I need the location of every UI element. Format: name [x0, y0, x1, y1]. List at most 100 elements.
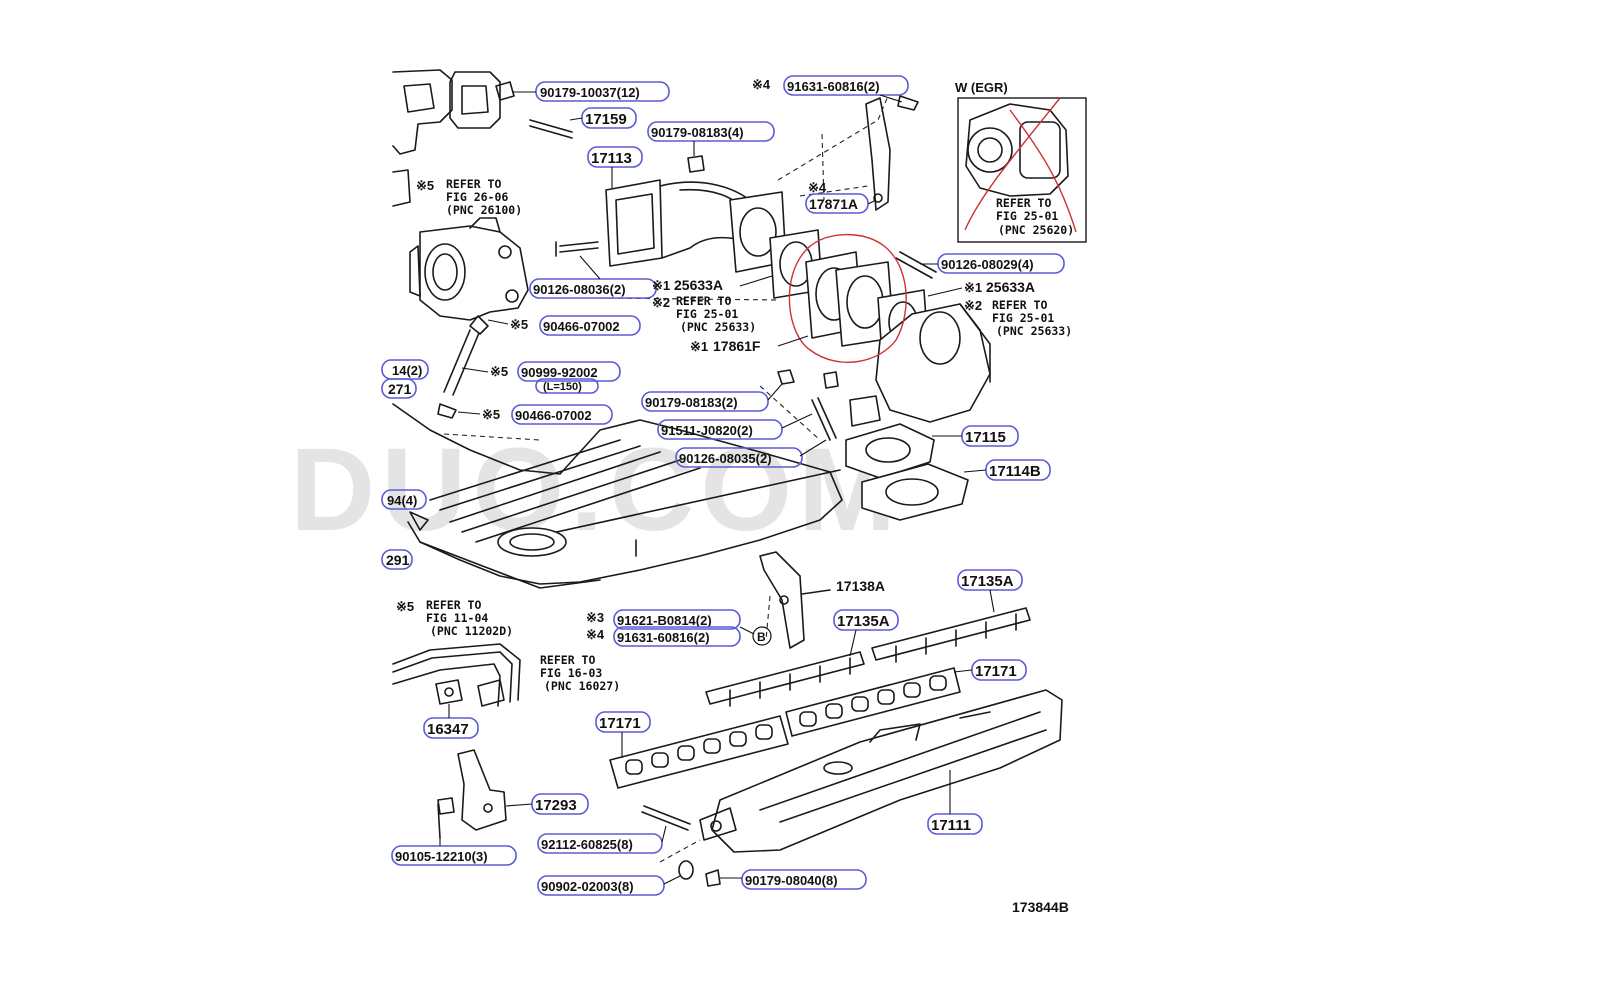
svg-text:REFER TO: REFER TO [540, 653, 595, 667]
svg-text:17861F: 17861F [713, 338, 761, 354]
callout-17115[interactable]: 17115 [961, 425, 1019, 447]
svg-text:90179-08183(4): 90179-08183(4) [651, 125, 744, 140]
edge-callout-14-2[interactable]: 14(2) [381, 359, 429, 380]
svg-text:※5: ※5 [482, 407, 500, 422]
watermark: DUO.COM [290, 424, 902, 556]
callout-90179-08183-4[interactable]: 90179-08183(4) [647, 121, 775, 142]
callout-17861f[interactable]: ※1 17861F [690, 338, 761, 354]
svg-text:90126-08029(4): 90126-08029(4) [941, 257, 1034, 272]
svg-text:※1: ※1 [652, 278, 670, 293]
svg-text:※4: ※4 [752, 77, 771, 92]
svg-text:※2: ※2 [964, 298, 982, 313]
svg-text:17135A: 17135A [961, 573, 1014, 590]
svg-text:17115: 17115 [965, 429, 1006, 446]
svg-text:REFER TO: REFER TO [426, 598, 481, 612]
edge-callout-94-4[interactable]: 94(4) [381, 489, 427, 510]
length-note: (L=150) [543, 381, 582, 393]
ref-note-fig-26-06: ※5 REFER TO FIG 26-06 (PNC 26100) [416, 177, 522, 217]
callout-90126-08029[interactable]: 90126-08029(4) [937, 253, 1065, 274]
svg-text:※5: ※5 [396, 599, 414, 614]
callout-90999-92002[interactable]: ※5 90999-92002 (L=150) [490, 361, 621, 394]
svg-text:90126-08036(2): 90126-08036(2) [533, 282, 626, 297]
bracket-17138a-drawing [759, 551, 831, 649]
upper-left-flange-drawing [392, 69, 501, 155]
fuel-line-clamp-drawing [392, 643, 521, 707]
callout-91511-j0820[interactable]: 91511-J0820(2) [657, 419, 783, 440]
svg-text:17159: 17159 [585, 111, 627, 128]
egr-inset: W (EGR) [955, 80, 1087, 243]
ref-note-fig-16-03: REFER TO FIG 16-03 (PNC 16027) [540, 653, 620, 693]
svg-text:90466-07002: 90466-07002 [543, 319, 620, 334]
svg-text:14(2): 14(2) [392, 363, 422, 378]
svg-text:17171: 17171 [975, 663, 1017, 680]
svg-text:91631-60816(2): 91631-60816(2) [617, 630, 710, 645]
callout-90105-12210[interactable]: 90105-12210(3) [391, 845, 517, 866]
svg-text:※4: ※4 [586, 627, 605, 642]
ref-note-fig-25-01-left: ※2 REFER TO FIG 25-01 (PNC 25633) [652, 294, 756, 334]
egr-pipe-17115-drawing [845, 303, 991, 521]
bracket-17293-drawing [437, 749, 507, 831]
callout-90126-08035[interactable]: 90126-08035(2) [675, 447, 803, 468]
svg-text:FIG 25-01: FIG 25-01 [676, 307, 738, 321]
callout-92112-60825[interactable]: 92112-60825(8) [537, 833, 663, 854]
svg-text:REFER TO: REFER TO [996, 196, 1051, 210]
svg-text:(PNC 11202D): (PNC 11202D) [430, 624, 513, 638]
svg-text:FIG 25-01: FIG 25-01 [992, 311, 1054, 325]
callout-25633a-left[interactable]: ※1 25633A [652, 277, 723, 293]
callout-17135a-right[interactable]: 17135A [957, 569, 1023, 591]
svg-text:90902-02003(8): 90902-02003(8) [541, 879, 634, 894]
svg-text:(PNC 25633): (PNC 25633) [996, 324, 1072, 338]
svg-text:90179-08040(8): 90179-08040(8) [745, 873, 838, 888]
callout-17293[interactable]: 17293 [531, 793, 589, 815]
intake-plenum-drawing [392, 403, 843, 589]
fuel-rail-left-drawing [705, 651, 865, 707]
svg-text:FIG 26-06: FIG 26-06 [446, 190, 508, 204]
callout-16347[interactable]: 16347 [423, 717, 479, 739]
exhaust-manifold-17111-drawing [699, 689, 1063, 853]
svg-text:REFER TO: REFER TO [676, 294, 731, 308]
svg-text:※1: ※1 [690, 339, 708, 354]
edge-callout-271[interactable]: 271 [381, 378, 417, 399]
callout-17159[interactable]: 17159 [581, 107, 637, 129]
callout-17871a[interactable]: ※4 17871A [805, 180, 869, 214]
callout-90466-07002-upper[interactable]: ※5 90466-07002 [510, 315, 641, 336]
fuel-rail-right-drawing [871, 607, 1031, 663]
svg-text:17171: 17171 [599, 715, 641, 732]
callout-90902-02003[interactable]: 90902-02003(8) [537, 875, 665, 896]
svg-text:90466-07002: 90466-07002 [515, 408, 592, 423]
callout-17171-left[interactable]: 17171 [595, 711, 651, 733]
callout-91621-b0814[interactable]: ※3 91621-B0814(2) [586, 609, 741, 630]
throttle-body-drawing [392, 169, 529, 321]
svg-text:※3: ※3 [586, 610, 604, 625]
svg-text:REFER TO: REFER TO [446, 177, 501, 191]
callout-17113[interactable]: 17113 [587, 146, 643, 168]
svg-text:※5: ※5 [416, 178, 434, 193]
svg-text:25633A: 25633A [986, 279, 1035, 295]
intake-pipe-17113-drawing [555, 179, 787, 273]
ref-note-fig-25-01-right: ※2 REFER TO FIG 25-01 (PNC 25633) [964, 298, 1072, 338]
svg-text:91511-J0820(2): 91511-J0820(2) [661, 423, 753, 438]
callout-91631-60816-lower[interactable]: ※4 91631-60816(2) [586, 626, 741, 647]
callout-90466-07002-lower[interactable]: ※5 90466-07002 [482, 404, 613, 425]
callout-90126-08036[interactable]: 90126-08036(2) [529, 278, 657, 299]
svg-text:16347: 16347 [427, 721, 469, 738]
svg-text:17113: 17113 [591, 150, 632, 167]
svg-text:90999-92002: 90999-92002 [521, 365, 598, 380]
edge-callout-291[interactable]: 291 [381, 549, 413, 570]
callout-90179-08040[interactable]: 90179-08040(8) [741, 869, 867, 890]
svg-text:271: 271 [388, 381, 412, 397]
callout-91631-60816-top[interactable]: ※4 91631-60816(2) [752, 75, 909, 96]
callout-17114b[interactable]: 17114B [985, 459, 1051, 481]
svg-text:17135A: 17135A [837, 613, 890, 630]
callout-17138a[interactable]: 17138A [836, 578, 885, 594]
svg-text:17871A: 17871A [809, 196, 858, 212]
callout-90179-08183-2[interactable]: 90179-08183(2) [641, 391, 769, 412]
callout-17111[interactable]: 17111 [927, 813, 983, 835]
svg-text:92112-60825(8): 92112-60825(8) [541, 837, 633, 852]
callout-25633a-right[interactable]: ※1 25633A [964, 279, 1035, 295]
svg-text:※5: ※5 [490, 364, 508, 379]
callout-90179-10037[interactable]: 90179-10037(12) [535, 81, 670, 102]
callout-17135a-left[interactable]: 17135A [833, 609, 899, 631]
svg-text:17114B: 17114B [989, 463, 1041, 480]
callout-17171-right[interactable]: 17171 [971, 659, 1027, 681]
